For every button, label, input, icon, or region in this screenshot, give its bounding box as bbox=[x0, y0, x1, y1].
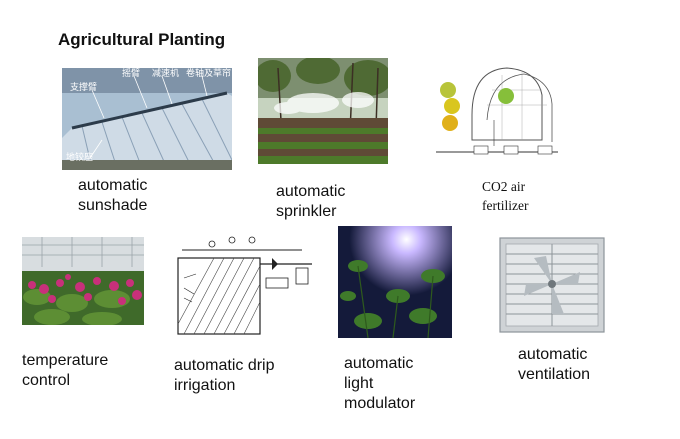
ventilation-image bbox=[494, 234, 610, 334]
co2-diagram bbox=[432, 60, 562, 168]
drip-irrigation-diagram bbox=[172, 228, 326, 338]
sunshade-label-support-arm: 支撑臂 bbox=[70, 81, 97, 93]
temperature-caption: temperature control bbox=[22, 352, 109, 389]
sunshade-label-rocker-arm: 摇臂 bbox=[122, 68, 140, 79]
sprinkler-image bbox=[258, 58, 388, 164]
sunshade-caption: automatic sunshade bbox=[78, 177, 148, 214]
sprinkler-caption: automatic sprinkler bbox=[276, 183, 346, 220]
ventilation-caption: automatic ventilation bbox=[518, 346, 591, 383]
sunshade-label-hinge-base: 地铰座 bbox=[66, 151, 93, 163]
sunshade-label-reel: 卷轴及草帘 bbox=[186, 68, 231, 79]
light-caption: automatic light modulator bbox=[344, 355, 416, 412]
temperature-image bbox=[22, 237, 144, 325]
co2-caption: CO2 air fertilizer bbox=[482, 179, 529, 213]
page-title: Agricultural Planting bbox=[58, 30, 226, 49]
light-modulator-image bbox=[338, 226, 452, 338]
drip-caption: automatic drip irrigation bbox=[174, 357, 275, 394]
sunshade-label-reducer: 减速机 bbox=[152, 68, 179, 79]
sunshade-image: 支撑臂 摇臂 减速机 卷轴及草帘 地铰座 bbox=[62, 68, 232, 170]
